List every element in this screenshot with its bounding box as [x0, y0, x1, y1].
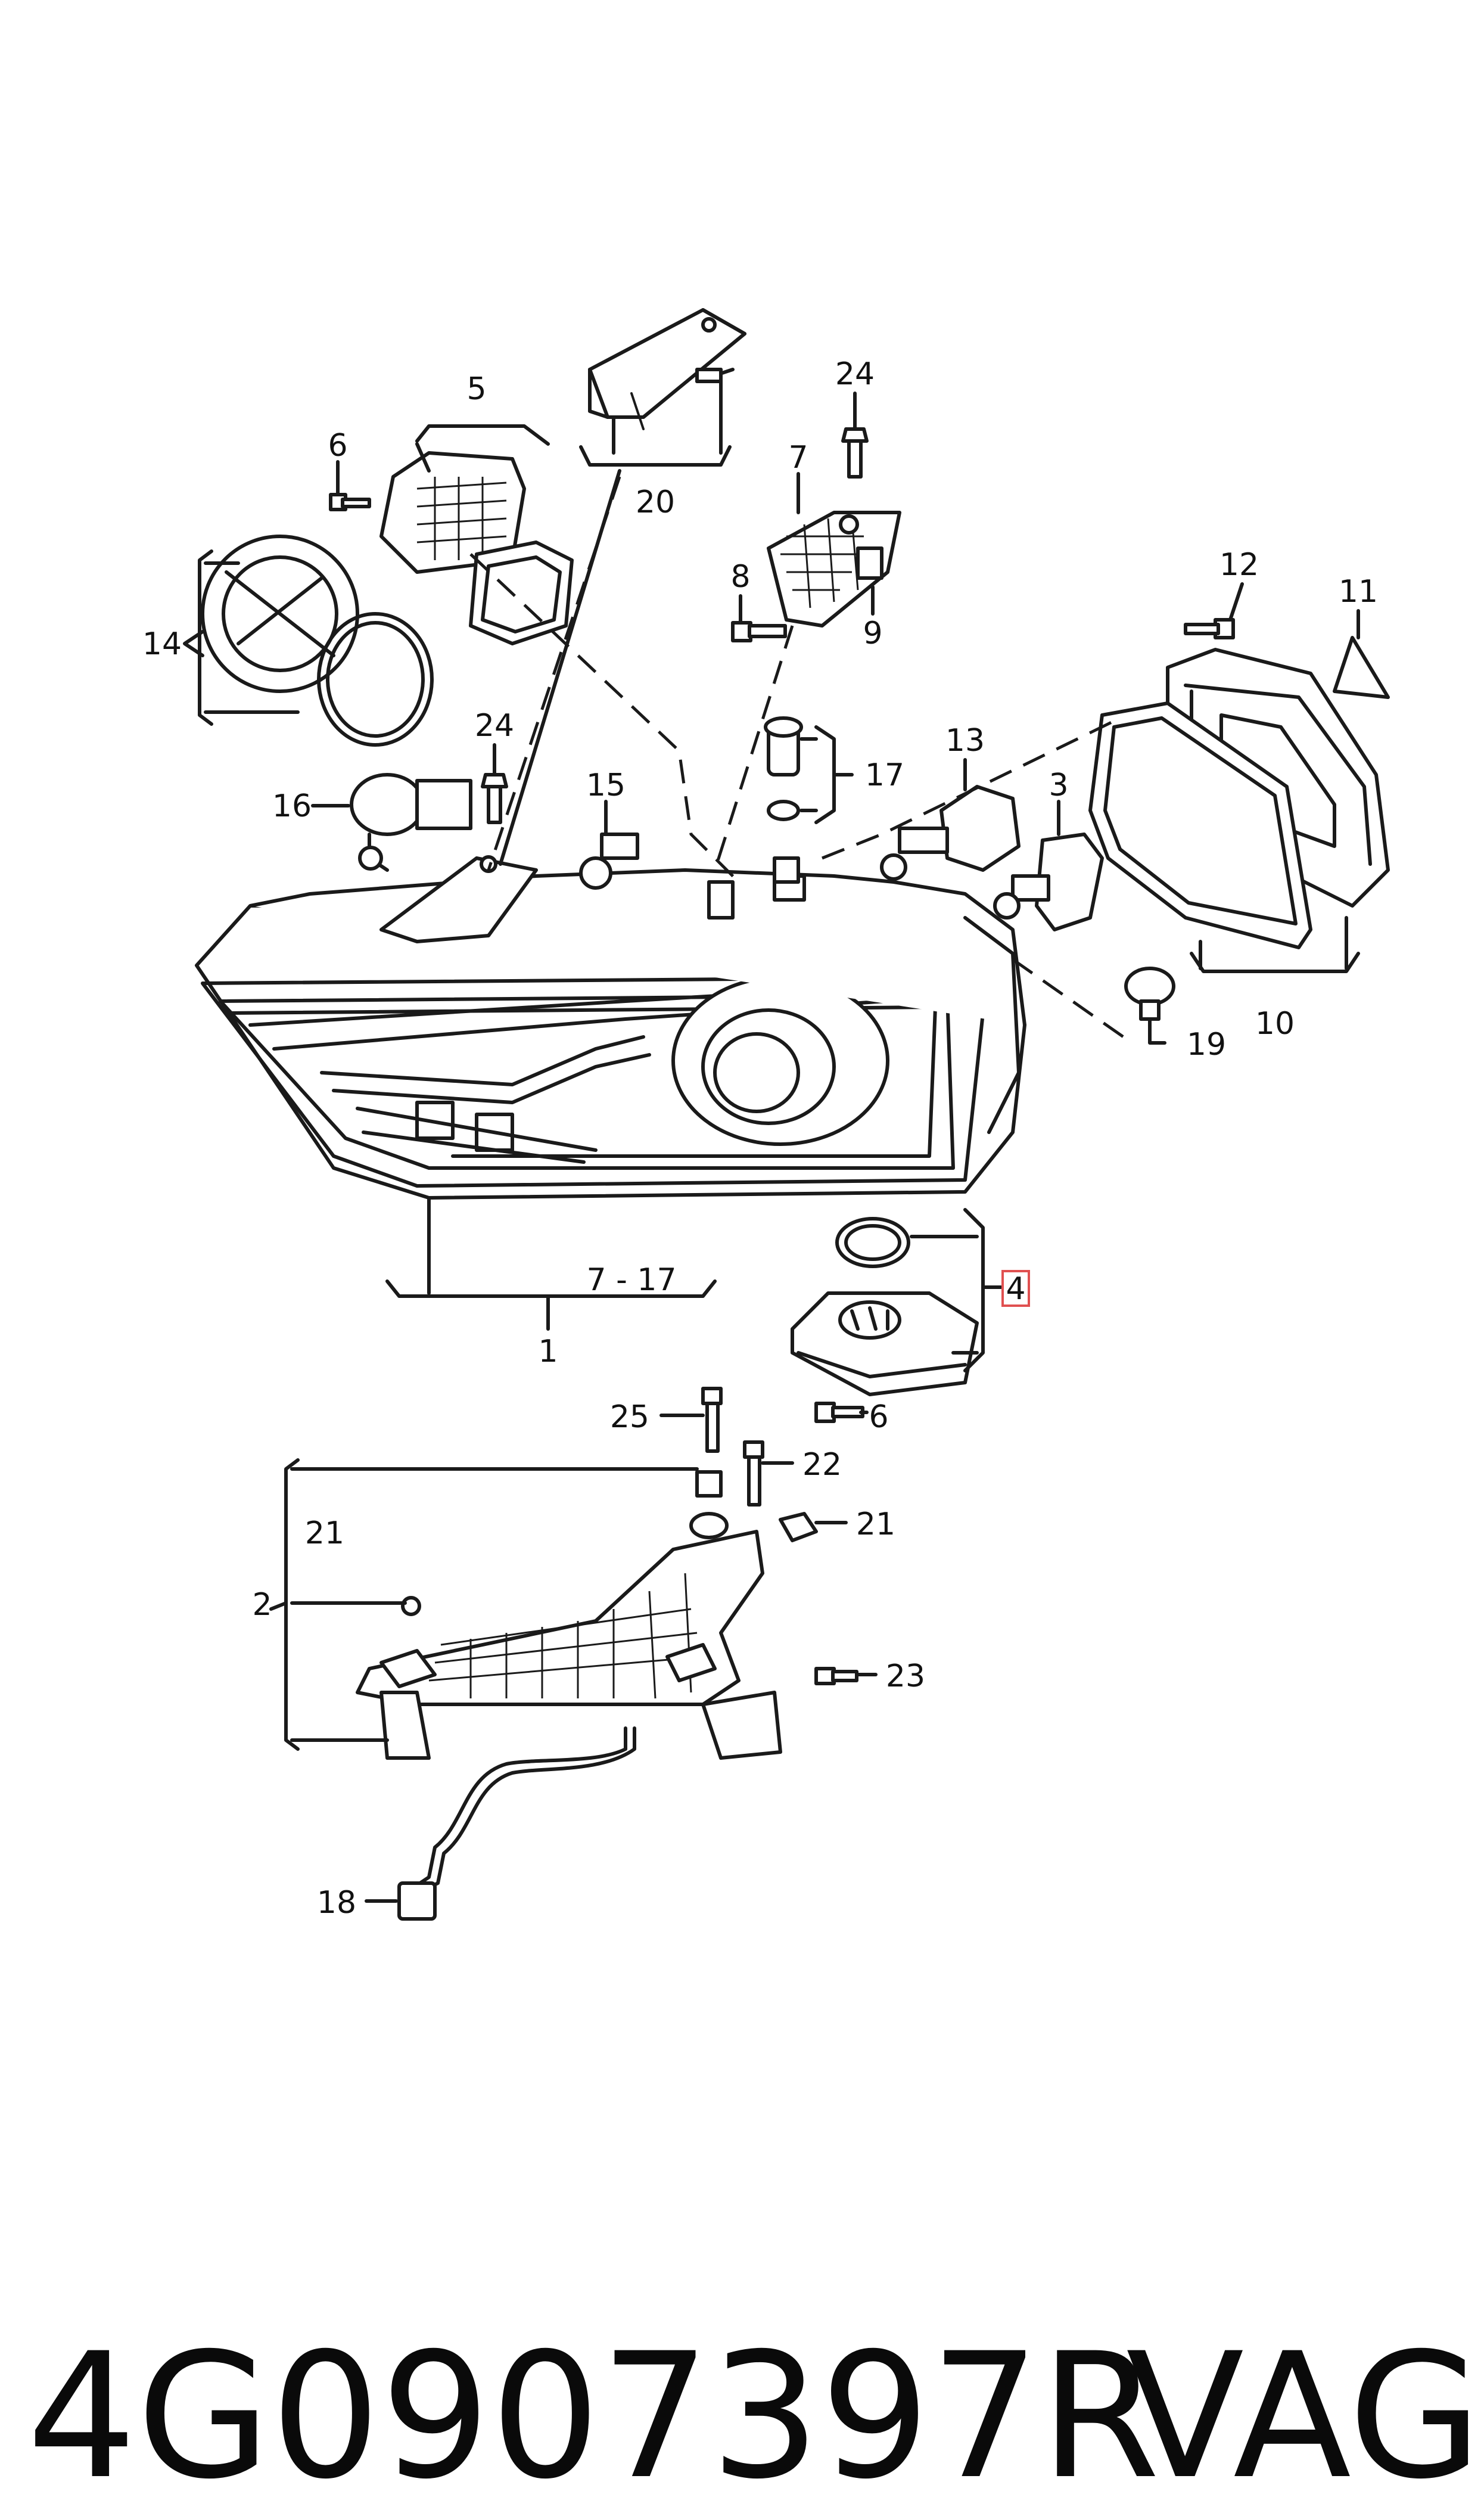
- callout-11: 11: [1339, 574, 1378, 610]
- screw-12: [1184, 618, 1235, 639]
- callout-18: 18: [317, 1885, 356, 1921]
- gasket-10: [1088, 701, 1312, 949]
- leader-lines: [183, 368, 1360, 1903]
- headlight-housing: [195, 868, 1026, 1200]
- callout-13: 13: [945, 723, 985, 759]
- callout-24-top: 24: [835, 356, 875, 392]
- callout-3: 3: [1049, 768, 1068, 803]
- screw-6-upper: [329, 493, 371, 511]
- callout-19: 19: [1187, 1027, 1226, 1063]
- callout-4-highlight: [1001, 1270, 1030, 1307]
- bulb-15: [579, 833, 639, 890]
- lens-14: [201, 535, 434, 747]
- screw-6-lower: [814, 1402, 864, 1423]
- nut-21: [779, 1512, 818, 1542]
- callout-5: 5: [466, 371, 486, 407]
- callout-21-right: 21: [856, 1507, 895, 1542]
- bracket-7: [767, 511, 901, 628]
- bulb-13: [880, 785, 1021, 881]
- callout-20: 20: [636, 484, 675, 520]
- callout-1: 1: [538, 1334, 558, 1369]
- brand-name: VAG: [1126, 2316, 1482, 2517]
- mount-bracket: [379, 855, 538, 943]
- callout-21-left: 21: [305, 1515, 344, 1551]
- mount-2: [356, 1470, 782, 1760]
- callout-17: 17: [865, 757, 904, 793]
- bracket-20: [588, 308, 746, 430]
- callout-labels: 5 6 20 24 7 8 9 12 11 14 24 17 13 3 16 1…: [142, 356, 1378, 1921]
- part-number: 4G0907397R: [27, 2316, 1160, 2517]
- callout-22: 22: [802, 1447, 842, 1483]
- screw-24-top: [841, 427, 869, 479]
- ballast-4: [791, 1217, 979, 1396]
- cap-19: [1124, 967, 1175, 1021]
- callout-25: 25: [610, 1399, 649, 1435]
- footer: 4G0907397R VAG: [27, 2316, 1482, 2517]
- callout-15: 15: [586, 768, 626, 803]
- callout-16: 16: [272, 788, 312, 824]
- screw-22: [743, 1440, 764, 1507]
- callout-24-mid: 24: [475, 708, 514, 744]
- callout-10: 10: [1255, 1006, 1295, 1042]
- screw-24-mid: [481, 773, 508, 824]
- triangle-11-symbol: [1333, 636, 1390, 699]
- screw-25: [701, 1387, 723, 1453]
- callout-4: 4: [1006, 1271, 1025, 1307]
- callout-6-lower: 6: [869, 1399, 888, 1435]
- screw-8: [731, 621, 787, 642]
- screw-23: [814, 1667, 858, 1685]
- callout-7-17: 7 - 17: [586, 1262, 676, 1298]
- callout-8: 8: [730, 559, 750, 595]
- callout-12: 12: [1219, 547, 1259, 583]
- bulb-17: [764, 716, 803, 884]
- callout-9: 9: [863, 616, 882, 651]
- callout-6-upper: 6: [328, 428, 347, 464]
- bulb-16: [350, 773, 472, 872]
- callout-2: 2: [252, 1587, 272, 1623]
- callout-23: 23: [886, 1658, 925, 1694]
- bulb-3: [993, 833, 1104, 931]
- assembly-lines: [469, 476, 1133, 1045]
- callout-14: 14: [142, 626, 182, 662]
- cable-18: [397, 1726, 636, 1921]
- module-5: [379, 451, 574, 645]
- callout-7: 7: [788, 440, 808, 476]
